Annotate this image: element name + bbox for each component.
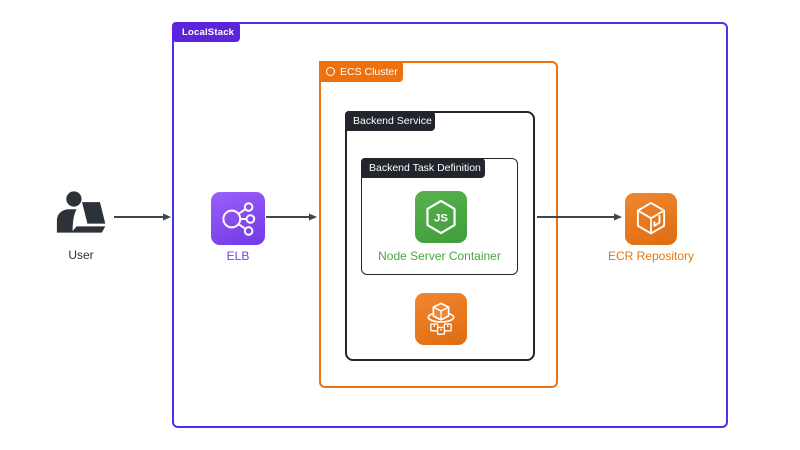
localstack-badge-label: LocalStack <box>182 26 235 38</box>
ecr-glyph <box>636 201 666 235</box>
nodejs-hexagon-glyph: JS <box>426 199 456 235</box>
backend-service-label-text: Backend Service <box>353 115 432 127</box>
elb-label: ELB <box>226 249 250 263</box>
ecr-repository-label: ECR Repository <box>607 249 695 263</box>
user-icon <box>56 191 106 233</box>
ecs-cluster-label: ECS Cluster <box>319 61 403 82</box>
ecs-cluster-label-text: ECS Cluster <box>340 65 398 78</box>
ecs-service-glyph <box>427 302 455 335</box>
backend-service-label: Backend Service <box>345 111 435 131</box>
localstack-badge: LocalStack <box>172 22 240 42</box>
svg-text:JS: JS <box>434 213 448 225</box>
user-label: User <box>68 248 94 262</box>
elb-glyph <box>222 201 256 236</box>
elb-icon <box>211 192 265 245</box>
ecr-icon <box>625 193 677 245</box>
node-server-container-label: Node Server Container <box>378 249 501 263</box>
ecs-cluster-ring-icon <box>326 67 335 76</box>
ecs-service-icon <box>415 293 467 345</box>
task-definition-label-text: Backend Task Definition <box>369 162 481 174</box>
nodejs-icon: JS <box>415 191 467 243</box>
task-definition-label: Backend Task Definition <box>361 158 485 178</box>
